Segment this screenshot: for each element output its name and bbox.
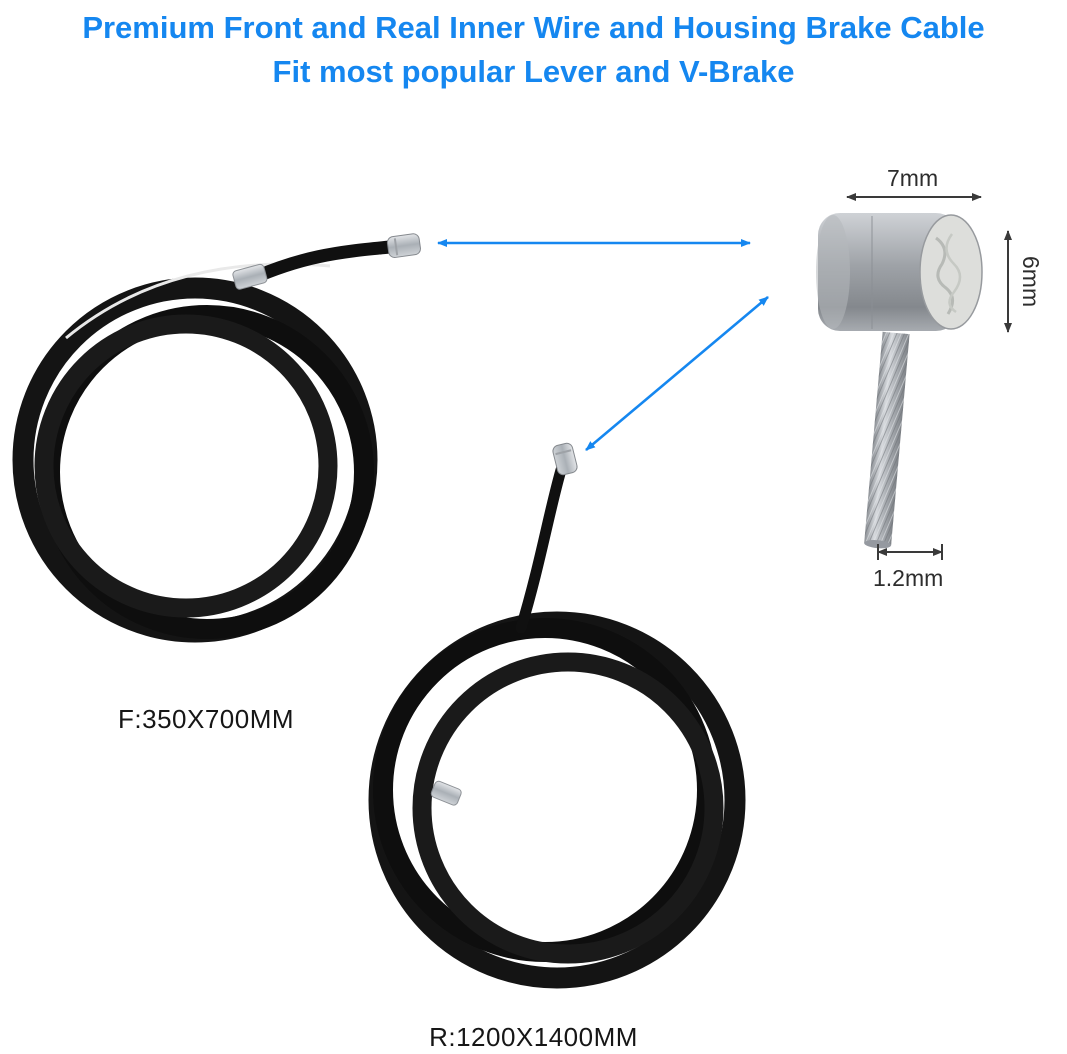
nipple-closeup — [816, 213, 983, 549]
wire-diameter-label: 1.2mm — [873, 565, 944, 591]
title-line-2: Fit most popular Lever and V-Brake — [272, 54, 795, 89]
dimension-arrows — [846, 193, 1012, 560]
front-cable-coil — [12, 233, 421, 643]
nipple-face — [919, 214, 983, 330]
front-cable-size-label: F:350X700MM — [118, 704, 295, 734]
nipple-height-label: 6mm — [1018, 256, 1044, 308]
nipple-width-label: 7mm — [887, 165, 939, 191]
rear-nipple-pointer-arrow-icon — [585, 296, 769, 451]
title-line-1: Premium Front and Real Inner Wire and Ho… — [82, 10, 985, 45]
closeup-wire — [864, 331, 910, 549]
rear-cable-size-label: R:1200X1400MM — [429, 1022, 638, 1052]
nipple-barrel — [818, 213, 958, 331]
front-ferrule — [232, 263, 268, 290]
front-cable-nipple — [386, 233, 421, 258]
rear-ferrule — [430, 780, 462, 806]
product-title: Premium Front and Real Inner Wire and Ho… — [0, 6, 1067, 94]
pointer-arrows — [437, 239, 769, 451]
rear-cable-coil — [368, 442, 746, 989]
rear-cable-nipple — [552, 442, 578, 476]
